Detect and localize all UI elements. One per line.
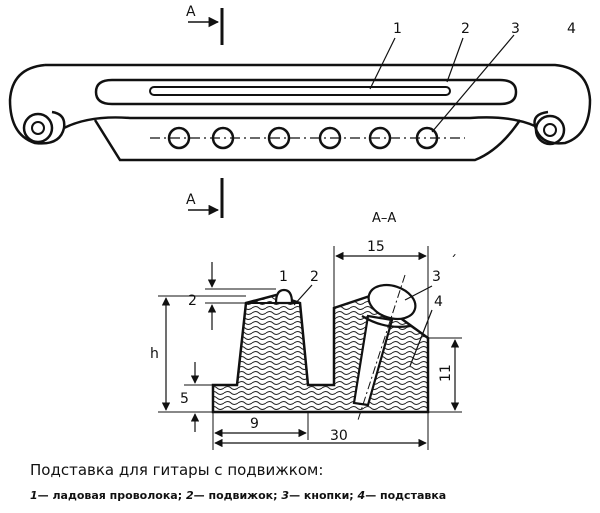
- pin-circle: [318, 126, 342, 150]
- pin-circle: [415, 126, 439, 150]
- pin-circle: [368, 126, 392, 150]
- legend-text: — подвижок;: [193, 489, 278, 502]
- leader-2: [446, 37, 464, 83]
- plan-callout-3: 3: [511, 21, 520, 37]
- right-eye-inner: [543, 123, 557, 137]
- section-prime-mark: ´: [450, 254, 457, 270]
- legend-num: 2: [185, 489, 194, 502]
- pin-collar: [361, 315, 411, 328]
- section-callout-3: 3: [432, 269, 441, 285]
- caption-legend: 1— ладовая проволока; 2— подвижок; 3— кн…: [30, 488, 590, 504]
- section-title: A–A: [372, 211, 396, 226]
- slider-channel: [94, 78, 518, 106]
- pin-circle: [267, 126, 291, 150]
- leader-1: [369, 37, 396, 90]
- dim-11-label: 11: [438, 364, 454, 382]
- section-marker-bottom: A: [186, 192, 196, 208]
- bridge-foot: [93, 119, 522, 162]
- section-callout-1: 1: [279, 269, 288, 285]
- dim-2-label: 2: [188, 293, 197, 309]
- legend-text: — кнопки;: [289, 489, 354, 502]
- section-pin: [352, 274, 417, 421]
- legend-num: 4: [357, 489, 366, 502]
- section-view: A–A 1 2 3 4 ´ 15 2: [150, 211, 462, 450]
- dim-9-label: 9: [250, 416, 259, 432]
- leader-3: [431, 34, 515, 133]
- dim-5-label: 5: [180, 391, 189, 407]
- left-eye-outer: [22, 112, 54, 144]
- dim-30-label: 30: [330, 428, 348, 444]
- fret-wire: [149, 86, 451, 96]
- section-leader-2: [293, 284, 313, 306]
- plan-callout-2: 2: [461, 21, 470, 37]
- pin-circle: [211, 126, 235, 150]
- dim-h-label: h: [150, 346, 159, 362]
- pin-axis: [357, 274, 406, 421]
- plan-callout-4: 4: [567, 21, 576, 37]
- legend-num: 3: [281, 489, 290, 502]
- legend-text: — подставка: [365, 489, 447, 502]
- dim-15-label: 15: [367, 239, 385, 255]
- section-marker-top: A: [186, 4, 196, 20]
- section-callout-2: 2: [310, 269, 319, 285]
- bridge-outline: [8, 63, 592, 145]
- pin-circle: [167, 126, 191, 150]
- pin-row: [167, 126, 439, 150]
- legend-text: — ладовая проволока;: [37, 489, 183, 502]
- section-fret-wire: [274, 288, 294, 305]
- plan-view: A 1 2 3 4: [8, 4, 592, 218]
- legend-num: 1: [30, 489, 38, 502]
- pin-head: [367, 283, 417, 321]
- figure-caption: Подставка для гитары с подвижком: 1— лад…: [30, 460, 590, 504]
- section-callout-4: 4: [434, 294, 443, 310]
- left-eye-inner: [31, 121, 45, 135]
- caption-title: Подставка для гитары с подвижком:: [30, 461, 324, 479]
- plan-callout-1: 1: [393, 21, 402, 37]
- right-eye-outer: [534, 114, 566, 146]
- pin-shaft: [352, 314, 394, 407]
